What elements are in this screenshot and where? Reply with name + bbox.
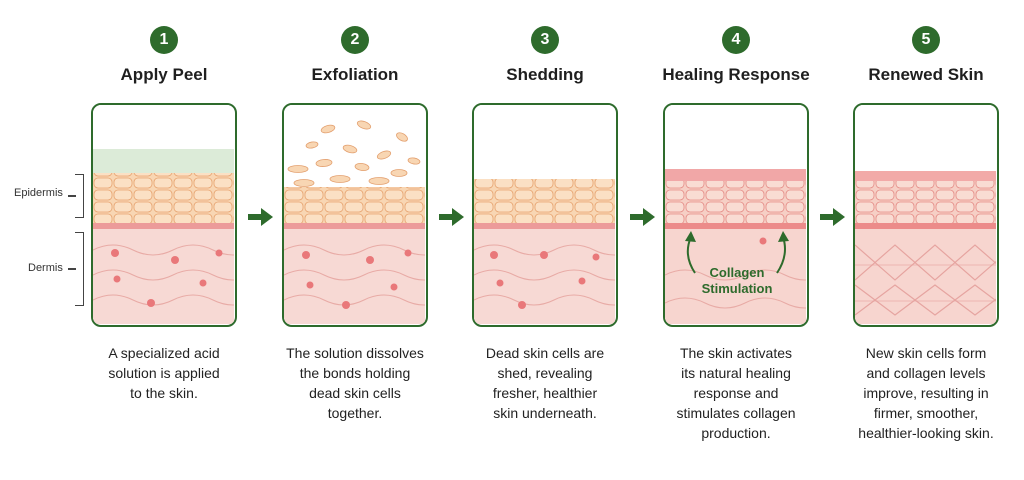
cell-dot: [342, 301, 350, 309]
flaking-cell: [320, 124, 336, 134]
collagen-label: Collagen: [710, 265, 765, 280]
step-description: A specialized acid solution is applied t…: [108, 345, 220, 401]
dermis-label: Dermis: [28, 262, 63, 274]
skin-panel-healing-response: Collagen Stimulation: [663, 103, 809, 327]
step-description: The skin activates its natural healing r…: [676, 345, 796, 441]
flaking-cell: [407, 157, 421, 165]
cell-dot: [302, 251, 310, 259]
skin-cross-section: [474, 105, 615, 324]
step-2: 2 Exfoliation: [260, 0, 450, 480]
cell-dot: [578, 277, 586, 285]
collagen-mesh: [855, 244, 996, 316]
skin-panel-exfoliation: [282, 103, 428, 327]
dermis-layer: [474, 229, 615, 324]
dermis-tick: [68, 268, 76, 270]
cell-dot: [490, 251, 498, 259]
right-arrow-icon: [820, 208, 845, 226]
flaking-cell: [376, 150, 392, 160]
cell-dot: [366, 256, 374, 264]
step-number-badge: 4: [722, 26, 750, 54]
cell-dot: [215, 249, 223, 257]
cell-dot: [390, 283, 398, 291]
right-arrow-icon: [439, 208, 464, 226]
skin-cross-section: Collagen Stimulation: [665, 105, 806, 324]
step-number-badge: 2: [341, 26, 369, 54]
step-title: Healing Response: [662, 65, 810, 84]
step-description: The solution dissolves the bonds holding…: [286, 345, 424, 421]
epidermis-layer: [284, 187, 425, 225]
flaking-cell: [390, 169, 408, 177]
right-arrow-icon: [248, 208, 273, 226]
flaking-cell: [305, 141, 319, 149]
epidermis-layer: [474, 179, 615, 225]
step-title: Apply Peel: [120, 65, 208, 84]
dermis-layer: [855, 229, 996, 324]
epidermis-layer: [93, 173, 234, 225]
epidermis-label: Epidermis: [14, 187, 63, 199]
cell-dot: [111, 249, 119, 257]
peel-layer: [93, 149, 234, 173]
dermis-layer: [284, 229, 425, 324]
epidermis-layer: [855, 181, 996, 225]
cell-dot: [540, 251, 548, 259]
step-3: 3 Shedding Dead skin cells are shed, rev…: [450, 0, 640, 480]
right-arrow-icon: [630, 208, 655, 226]
cell-dot: [171, 256, 179, 264]
skin-cross-section: [855, 105, 996, 324]
step-number-badge: 3: [531, 26, 559, 54]
stimulation-label: Stimulation: [702, 281, 773, 296]
arrow-head-icon: [778, 231, 789, 242]
step-1: 1 Apply Peel: [69, 0, 259, 480]
flaking-cell: [356, 120, 372, 130]
epidermis-layer: [665, 181, 806, 225]
flaking-cell: [396, 132, 408, 142]
dermis-layer: [93, 229, 234, 324]
cell-dot: [306, 281, 314, 289]
cell-dot: [199, 279, 207, 287]
dermis-bracket: [75, 232, 84, 306]
flaking-cell: [368, 177, 390, 185]
skin-panel-apply-peel: [91, 103, 237, 327]
flaking-cell: [293, 179, 315, 187]
skin-cross-section: [284, 105, 425, 324]
step-number-badge: 1: [150, 26, 178, 54]
cell-dot: [759, 237, 767, 245]
skin-panel-shedding: [472, 103, 618, 327]
step-title: Exfoliation: [311, 65, 399, 84]
flaking-cell: [354, 162, 370, 172]
arrow-head-icon: [685, 231, 696, 242]
cell-dot: [147, 299, 155, 307]
cell-dot: [518, 301, 526, 309]
step-4: 4 Healing Response Collagen Stimulation …: [641, 0, 831, 480]
step-description: Dead skin cells are shed, revealing fres…: [485, 345, 605, 421]
step-title: Renewed Skin: [868, 65, 984, 84]
step-description: New skin cells form and collagen levels …: [858, 345, 994, 441]
epidermis-bracket: [75, 174, 84, 218]
cell-dot: [496, 279, 504, 287]
cell-dot: [404, 249, 412, 257]
epidermis-tick: [68, 195, 76, 197]
flaking-cell: [329, 175, 351, 183]
step-number-badge: 5: [912, 26, 940, 54]
flaking-cell: [342, 144, 358, 154]
flaking-cell: [315, 159, 333, 167]
flaking-cell: [287, 165, 309, 173]
skin-panel-renewed-skin: [853, 103, 999, 327]
skin-cross-section: [93, 105, 234, 324]
cell-dot: [113, 275, 121, 283]
step-5: 5 Renewed Skin New skin cells form and c…: [831, 0, 1021, 480]
step-title: Shedding: [506, 65, 584, 84]
cell-dot: [592, 253, 600, 261]
